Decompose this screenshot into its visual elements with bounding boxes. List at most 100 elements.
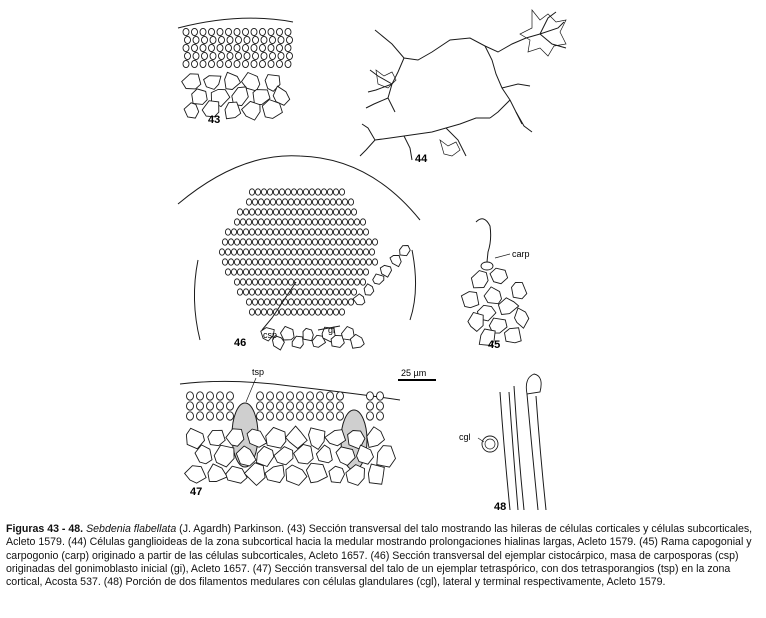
subcortical-cell	[231, 86, 249, 107]
carpospore	[269, 278, 277, 286]
cortical-cell	[218, 35, 225, 45]
carpospore	[254, 288, 262, 296]
cortical-cell	[186, 391, 194, 401]
subcortical-cell	[467, 311, 484, 332]
subcortical-cell	[252, 89, 271, 105]
carpospore	[278, 208, 286, 216]
cortical-cell	[182, 27, 190, 37]
carpospore	[275, 198, 283, 206]
subcortical-cell	[504, 327, 522, 344]
carpospore	[329, 198, 337, 206]
subcortical-cell	[225, 428, 245, 447]
subcortical-cell	[265, 426, 287, 449]
carpospore	[263, 298, 271, 306]
subcortical-cell	[183, 102, 200, 119]
subcortical-cell	[203, 75, 222, 90]
figure-48-drawing	[477, 373, 547, 511]
carpospore	[299, 258, 307, 266]
carpospore	[326, 308, 334, 316]
cortical-cell	[266, 411, 274, 421]
cortical-cell	[372, 273, 385, 285]
subcortical-cell	[497, 297, 520, 315]
figure-caption: Figuras 43 - 48. Sebdenia flabellata (J.…	[6, 523, 762, 589]
carpospore	[272, 248, 280, 256]
carpospore	[332, 228, 340, 236]
subcortical-cell	[225, 465, 248, 484]
carpospore	[314, 228, 322, 236]
subcortical-cell	[285, 464, 308, 486]
cortical-cell	[199, 43, 207, 53]
carpospore	[254, 248, 262, 256]
carpospore	[350, 208, 358, 216]
carpospore	[314, 308, 322, 316]
carpospore	[260, 248, 268, 256]
figure-plate: 43 44 csp gl 46 carp 45 25 µm	[177, 9, 567, 513]
carpospore	[308, 188, 316, 196]
carpospore	[317, 298, 325, 306]
cortical-cell	[286, 401, 294, 411]
subcortical-cell	[511, 282, 528, 300]
subcortical-cell	[273, 446, 294, 466]
carpospore	[251, 218, 259, 226]
carpospore	[281, 198, 289, 206]
carpospore	[248, 248, 256, 256]
cortical-cell	[296, 401, 304, 411]
carpospore	[263, 258, 271, 266]
carpospore	[224, 248, 232, 256]
carpospore	[305, 238, 313, 246]
carpospore	[266, 188, 274, 196]
carpospore	[332, 208, 340, 216]
cortical-cell	[209, 35, 217, 45]
carpospore	[257, 198, 265, 206]
cortical-cell	[326, 411, 334, 421]
cortical-cell	[196, 391, 204, 401]
figure-46-drawing	[177, 155, 421, 351]
subcortical-cell	[246, 428, 268, 448]
subcortical-cell	[284, 425, 308, 450]
carpospore	[299, 218, 307, 226]
carpospore	[275, 298, 283, 306]
cortical-cell	[201, 35, 208, 45]
carpospore	[305, 278, 313, 286]
carpospore	[266, 288, 274, 296]
figure-48-number: 48	[494, 501, 506, 513]
cortical-cell	[243, 35, 251, 45]
carpospore	[353, 218, 361, 226]
carpospore	[305, 198, 313, 206]
carpospore	[251, 278, 259, 286]
figure-45-drawing	[460, 218, 530, 346]
carpospore	[269, 298, 277, 306]
cortical-cell	[243, 51, 251, 61]
carpospore	[317, 258, 325, 266]
carpospore	[293, 238, 301, 246]
cortical-cell	[206, 411, 214, 421]
carpospore	[278, 308, 286, 316]
cortical-cell	[286, 391, 294, 401]
carpospore	[245, 218, 253, 226]
carpospore	[251, 238, 259, 246]
cortical-cell	[184, 51, 191, 61]
carpospore	[296, 268, 304, 276]
carpospore	[356, 268, 364, 276]
carpospore	[230, 248, 238, 256]
subcortical-cell	[305, 462, 328, 484]
carpospore	[287, 278, 295, 286]
carpospore	[227, 238, 235, 246]
carpospore	[239, 258, 247, 266]
subcortical-cell	[460, 291, 480, 309]
carpospore	[242, 228, 250, 236]
carpospore	[323, 278, 331, 286]
carpospore	[266, 228, 274, 236]
carpospore	[224, 228, 232, 236]
carpospore	[290, 288, 298, 296]
cortical-cell	[286, 35, 293, 45]
carpospore	[278, 288, 286, 296]
carpospore	[347, 278, 355, 286]
cortical-cell	[267, 43, 275, 53]
carpospore	[251, 198, 259, 206]
carpospore	[242, 248, 250, 256]
carpospore	[281, 258, 289, 266]
carpospore	[332, 288, 340, 296]
carpospore	[350, 248, 358, 256]
carpospore	[314, 288, 322, 296]
